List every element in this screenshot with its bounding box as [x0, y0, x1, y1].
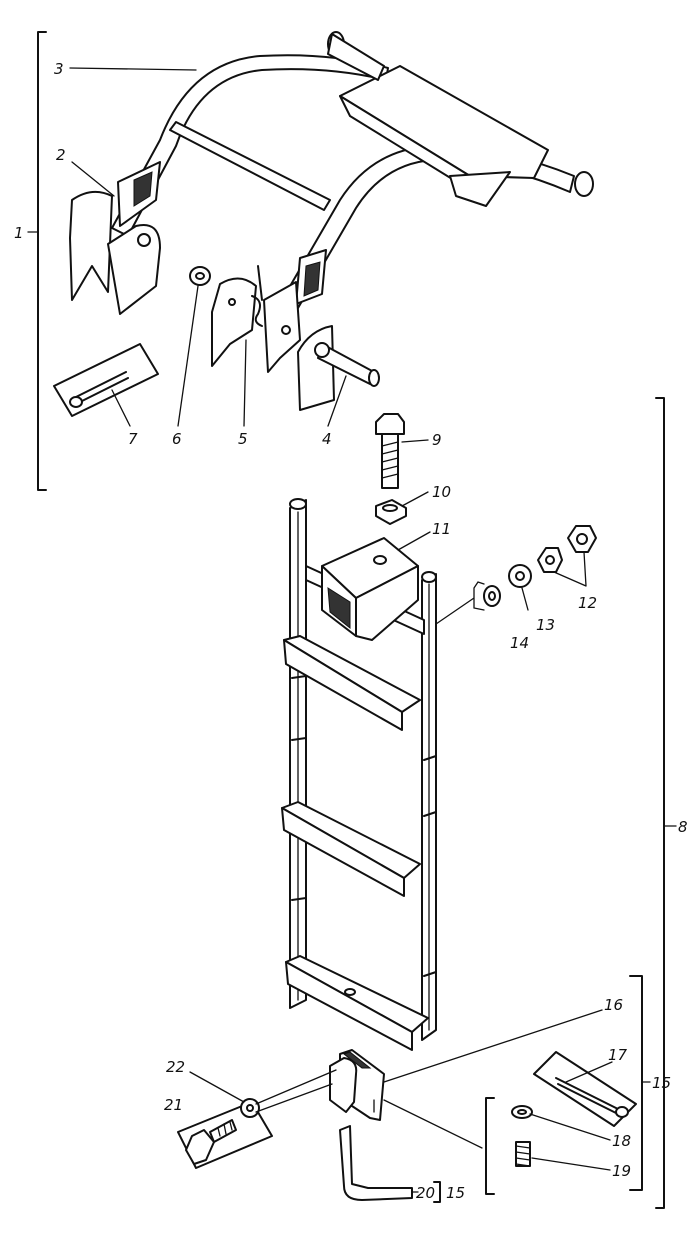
- callout-17: 17: [608, 1046, 628, 1064]
- callout-14: 14: [510, 634, 529, 652]
- callout-9: 9: [432, 431, 442, 449]
- callout-7: 7: [128, 430, 138, 448]
- part-9-bolt: [375, 413, 405, 489]
- part-17-cotter-pin: [533, 1051, 637, 1127]
- right-clip-plates: [263, 281, 335, 411]
- leader-11: [397, 531, 431, 551]
- leader-10: [401, 491, 429, 507]
- part-4-pin: [314, 342, 380, 387]
- part-20-l-pin: [339, 1125, 413, 1201]
- leader-16: [383, 1009, 603, 1083]
- part-11-bracket: [321, 537, 419, 641]
- callout-19: 19: [612, 1162, 631, 1180]
- callout-1: 1: [14, 224, 24, 242]
- callout-22: 22: [166, 1058, 185, 1076]
- callout-11: 11: [432, 520, 451, 538]
- leader-14: [435, 581, 485, 625]
- leader-22: [189, 1071, 245, 1103]
- latch-subgroup-bracket: [485, 1097, 495, 1195]
- callout-3: 3: [54, 60, 64, 78]
- part-12-nuts: [537, 525, 597, 573]
- leader-13: [521, 587, 529, 611]
- leader-9: [401, 439, 429, 443]
- callout-2: 2: [56, 146, 66, 164]
- callout-20: 20: [416, 1184, 435, 1202]
- callout-15-right: 15: [652, 1074, 671, 1092]
- callout-4: 4: [322, 430, 332, 448]
- part-13-washer: [508, 564, 532, 588]
- callout-16: 16: [604, 996, 623, 1014]
- callout-13: 13: [536, 616, 555, 634]
- part-10-nut: [375, 499, 407, 525]
- callout-8: 8: [678, 818, 688, 836]
- part-5-spring-plate: [211, 265, 263, 367]
- callout-5: 5: [238, 430, 248, 448]
- callout-18: 18: [612, 1132, 631, 1150]
- leader-6: [177, 285, 199, 427]
- leader-2: [71, 161, 115, 197]
- leader-7: [111, 389, 131, 427]
- callout-12: 12: [578, 594, 597, 612]
- leader-18: [529, 1113, 611, 1141]
- part-18-washer: [511, 1105, 533, 1119]
- leader-17: [565, 1061, 613, 1083]
- leader-3: [69, 67, 197, 71]
- part-16-latch-plate: [329, 1049, 385, 1121]
- part-21-bolt: [177, 1101, 273, 1169]
- ladder: [281, 498, 437, 1051]
- part-2-clip-plates: [69, 190, 161, 315]
- part-19-spring: [515, 1141, 531, 1167]
- leader-4: [327, 375, 347, 427]
- part-22-lock-washer: [240, 1098, 260, 1118]
- callout-6: 6: [172, 430, 182, 448]
- link-lines-latch: [255, 1069, 483, 1149]
- leader-20-bracket: [433, 1181, 441, 1203]
- assembly-1-bracket: [27, 31, 47, 491]
- callout-10: 10: [432, 483, 451, 501]
- handrail-frame: [111, 31, 594, 309]
- part-7-cotter-pin: [53, 343, 159, 417]
- assembly-8-bracket: [655, 397, 677, 1209]
- leader-12: [553, 551, 587, 587]
- assembly-15-bracket: [629, 975, 651, 1191]
- callout-15-bottom: 15: [446, 1184, 465, 1202]
- part-6-washer: [189, 266, 211, 286]
- part-14-lock-washer: [483, 585, 501, 607]
- leader-5: [243, 339, 247, 427]
- callout-21: 21: [164, 1096, 183, 1114]
- leader-19: [531, 1157, 611, 1171]
